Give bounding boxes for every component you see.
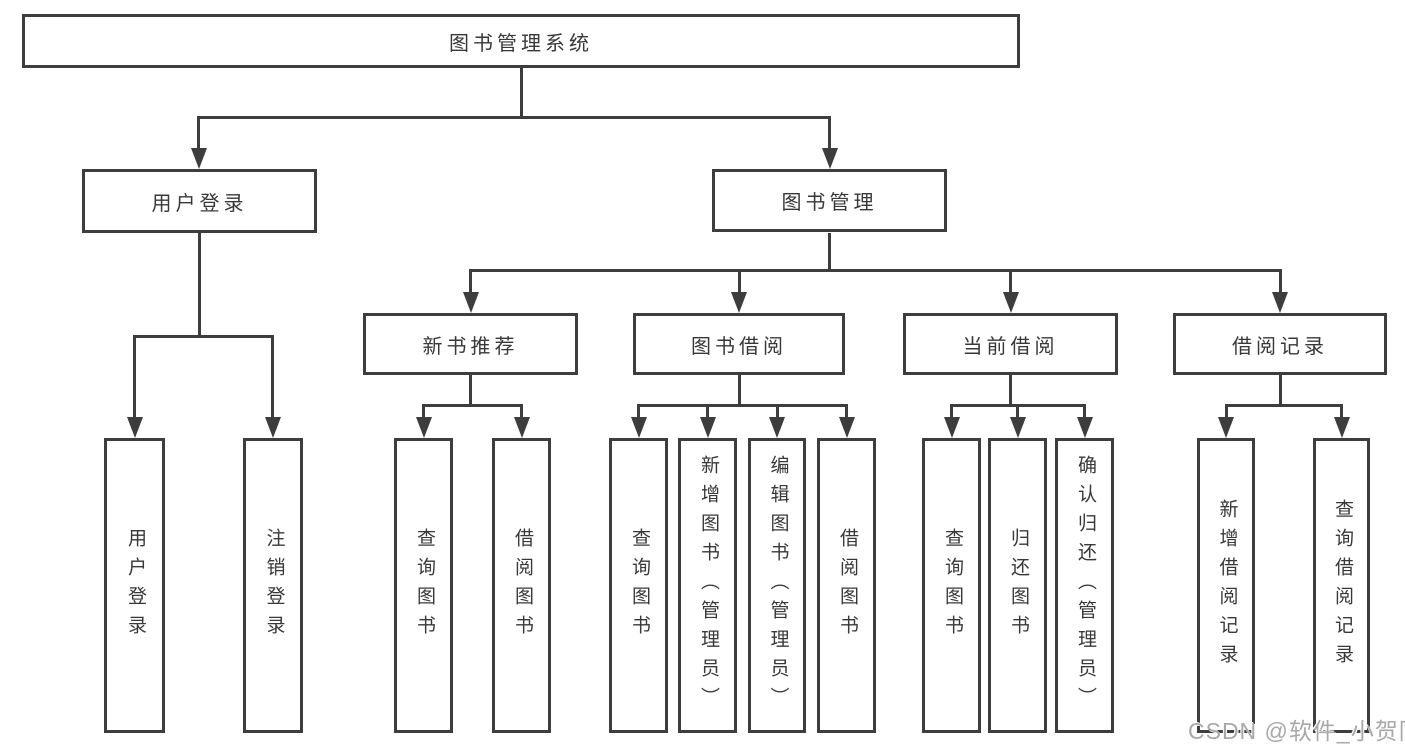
edge-drop [845,404,848,417]
edge-drop [776,404,779,417]
leaf-records-query-record: 查询借阅记录 [1313,438,1370,733]
edge-drop [1083,404,1086,417]
edge-current-stem [1009,375,1012,406]
edge-recommend-stem [469,375,472,406]
edge-userlogin-stem [198,233,201,337]
edge-drop-book-borrowing [738,269,741,292]
edge-drop [706,404,709,417]
arrow-down-icon [839,417,855,438]
leaf-recommend-query-books: 查询图书 [394,438,453,733]
edge-drop [422,404,425,417]
edge-drop [637,404,640,417]
leaf-borrowing-query-books: 查询图书 [609,438,668,733]
edge-drop-borrowing-records [1279,269,1282,292]
edge-records-stem [1279,375,1282,406]
leaf-borrowing-add-books-admin: 新增图书（管理员） [678,438,737,733]
arrow-down-icon [1218,417,1234,438]
edge-borrowing-stem [738,375,741,406]
edge-drop [1340,404,1343,417]
node-borrowing-records: 借阅记录 [1173,313,1387,375]
leaf-current-query-books: 查询图书 [922,438,981,733]
leaf-borrowing-edit-books-admin: 编辑图书（管理员） [748,438,806,733]
csdn-watermark: CSDN @软件_小贺同学 [1188,718,1405,744]
node-root: 图书管理系统 [22,14,1020,68]
arrow-down-icon [1003,292,1019,313]
edge-drop-new-book-recommend [469,269,472,292]
edge-records-rail [1225,404,1343,407]
arrow-down-icon [514,417,530,438]
node-book-borrowing: 图书借阅 [633,313,845,375]
arrow-down-icon [944,417,960,438]
arrow-down-icon [191,148,207,169]
arrow-down-icon [631,417,647,438]
leaf-borrowing-borrow-books: 借阅图书 [817,438,876,733]
arrow-down-icon [731,292,747,313]
node-current-borrowing: 当前借阅 [903,313,1118,375]
edge-borrowing-rail [637,404,847,407]
arrow-down-icon [1334,417,1350,438]
edge-drop-leaf-logout [271,335,274,417]
edge-drop [1016,404,1019,417]
edge-root-stem [520,68,523,118]
leaf-current-return-books: 归还图书 [988,438,1047,733]
edge-root-rail [197,116,831,119]
arrow-down-icon [265,417,281,438]
leaf-current-confirm-return-admin: 确认归还（管理员） [1055,438,1114,733]
leaf-recommend-borrow-books: 借阅图书 [492,438,551,733]
node-user-login: 用户登录 [82,169,317,233]
arrow-down-icon [463,292,479,313]
edge-drop [1225,404,1228,417]
arrow-down-icon [769,417,785,438]
arrow-down-icon [700,417,716,438]
arrow-down-icon [1077,417,1093,438]
edge-userlogin-rail [133,335,274,338]
edge-drop [950,404,953,417]
edge-drop-book-management [828,116,831,148]
arrow-down-icon [127,417,143,438]
arrow-down-icon [822,148,838,169]
arrow-down-icon [1010,417,1026,438]
edge-recommend-rail [422,404,523,407]
node-new-book-recommend: 新书推荐 [363,313,578,375]
edge-drop-leaf-user-login [133,335,136,417]
leaf-logout: 注销登录 [243,438,303,733]
edge-bookmgmt-rail [469,269,1282,272]
node-book-management: 图书管理 [712,169,947,232]
edge-drop-user-login [197,116,200,148]
leaf-records-add-record: 新增借阅记录 [1197,438,1255,733]
leaf-user-login: 用户登录 [104,438,165,733]
arrow-down-icon [1272,292,1288,313]
edge-drop-current-borrowing [1009,269,1012,292]
edge-bookmgmt-stem [828,233,831,271]
arrow-down-icon [416,417,432,438]
edge-drop [520,404,523,417]
